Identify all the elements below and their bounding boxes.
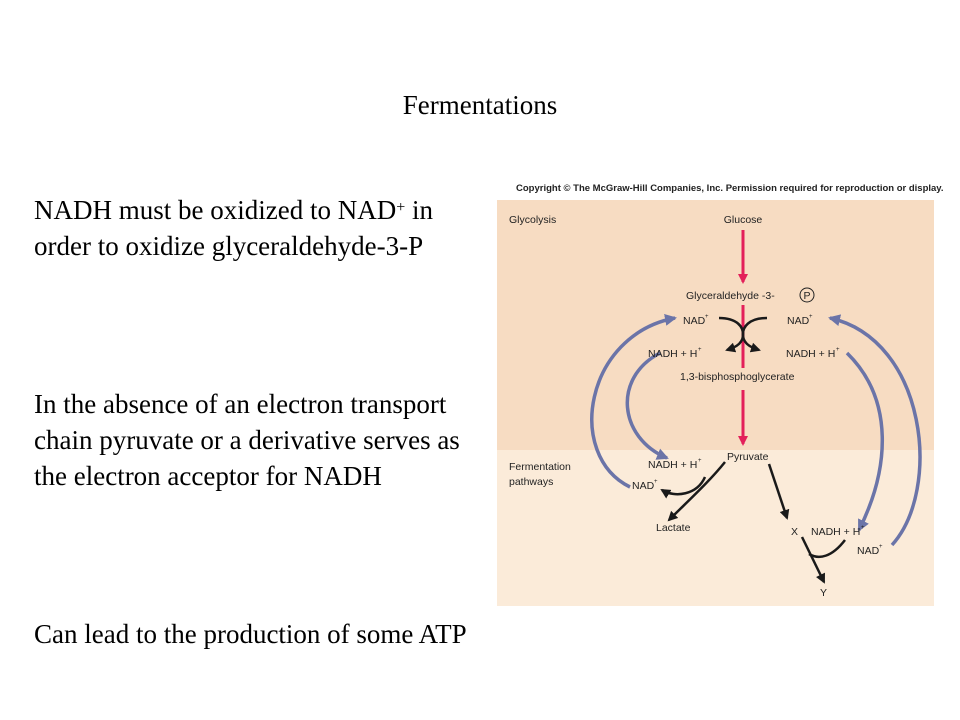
- nad-reduction-arrow-right: [741, 316, 768, 353]
- nad-cycle-right-arrow: [828, 314, 922, 547]
- paragraph-nadh-oxidation: NADH must be oxidized to NAD+ in order t…: [34, 192, 479, 264]
- pyruvate-to-x-arrow: [767, 463, 790, 520]
- nad-ferm-right-plus: +: [879, 544, 883, 550]
- nadh-cycle-left-arrow: [625, 351, 669, 460]
- lactate-label: Lactate: [656, 522, 691, 534]
- fermentation-label-line2: pathways: [509, 476, 553, 488]
- glucose-label: Glucose: [724, 214, 763, 226]
- paragraph-electron-acceptor: In the absence of an electron transport …: [34, 389, 460, 491]
- nadh-right-label: NADH + H: [786, 348, 835, 360]
- nadh-ferm-left-plus: +: [698, 458, 702, 464]
- pyruvate-to-lactate-arrow: [667, 461, 726, 522]
- pyruvate-label: Pyruvate: [727, 451, 769, 463]
- nad-ferm-left-plus: +: [654, 479, 658, 485]
- nadh-left-label: NADH + H: [648, 348, 697, 360]
- glycolysis-region: [497, 200, 934, 450]
- p1-text-b: in order to oxidize glyceraldehyde-3-P: [34, 195, 434, 261]
- copyright-notice: Copyright © The McGraw-Hill Companies, I…: [516, 183, 944, 194]
- phosphate-circle: [799, 287, 815, 303]
- nadh-ferm-right-plus: +: [861, 525, 865, 531]
- x-label: X: [791, 526, 798, 538]
- nadh-ferm-left-label: NADH + H: [648, 459, 697, 471]
- nad-right-label: NAD: [787, 315, 810, 327]
- bpg-label: 1,3-bisphosphoglycerate: [680, 371, 795, 383]
- nadh-left-plus: +: [698, 347, 702, 353]
- p1-text-a: NADH must be oxidized to NAD: [34, 195, 397, 225]
- nadh-oxidation-arrow-right: [808, 539, 846, 558]
- fermentation-label-line1: Fermentation: [509, 461, 571, 473]
- nad-left-label: NAD: [683, 315, 706, 327]
- x-to-y-arrow: [800, 536, 826, 584]
- y-label: Y: [820, 587, 827, 599]
- nad-left-plus: +: [705, 314, 709, 320]
- slide-title: Fermentations: [402, 90, 558, 120]
- g3p-label: Glyceraldehyde -3-: [686, 290, 775, 302]
- nadh-right-plus: +: [836, 347, 840, 353]
- nad-ferm-right-label: NAD: [857, 545, 880, 557]
- nadh-cycle-right-arrow: [845, 351, 885, 532]
- paragraph-atp: Can lead to the production of some ATP: [34, 619, 467, 649]
- nadh-oxidation-arrow-left: [660, 476, 707, 499]
- phosphate-symbol: P: [803, 290, 810, 302]
- nad-ferm-left-label: NAD: [632, 480, 655, 492]
- nadh-ferm-right-label: NADH + H: [811, 526, 860, 538]
- nad-cycle-left-arrow: [590, 313, 677, 489]
- fermentation-diagram: Glycolysis Fermentation pathways Glucose…: [497, 200, 934, 606]
- glycolysis-label: Glycolysis: [509, 214, 556, 226]
- nad-right-plus: +: [809, 314, 813, 320]
- p1-superscript: +: [396, 199, 406, 216]
